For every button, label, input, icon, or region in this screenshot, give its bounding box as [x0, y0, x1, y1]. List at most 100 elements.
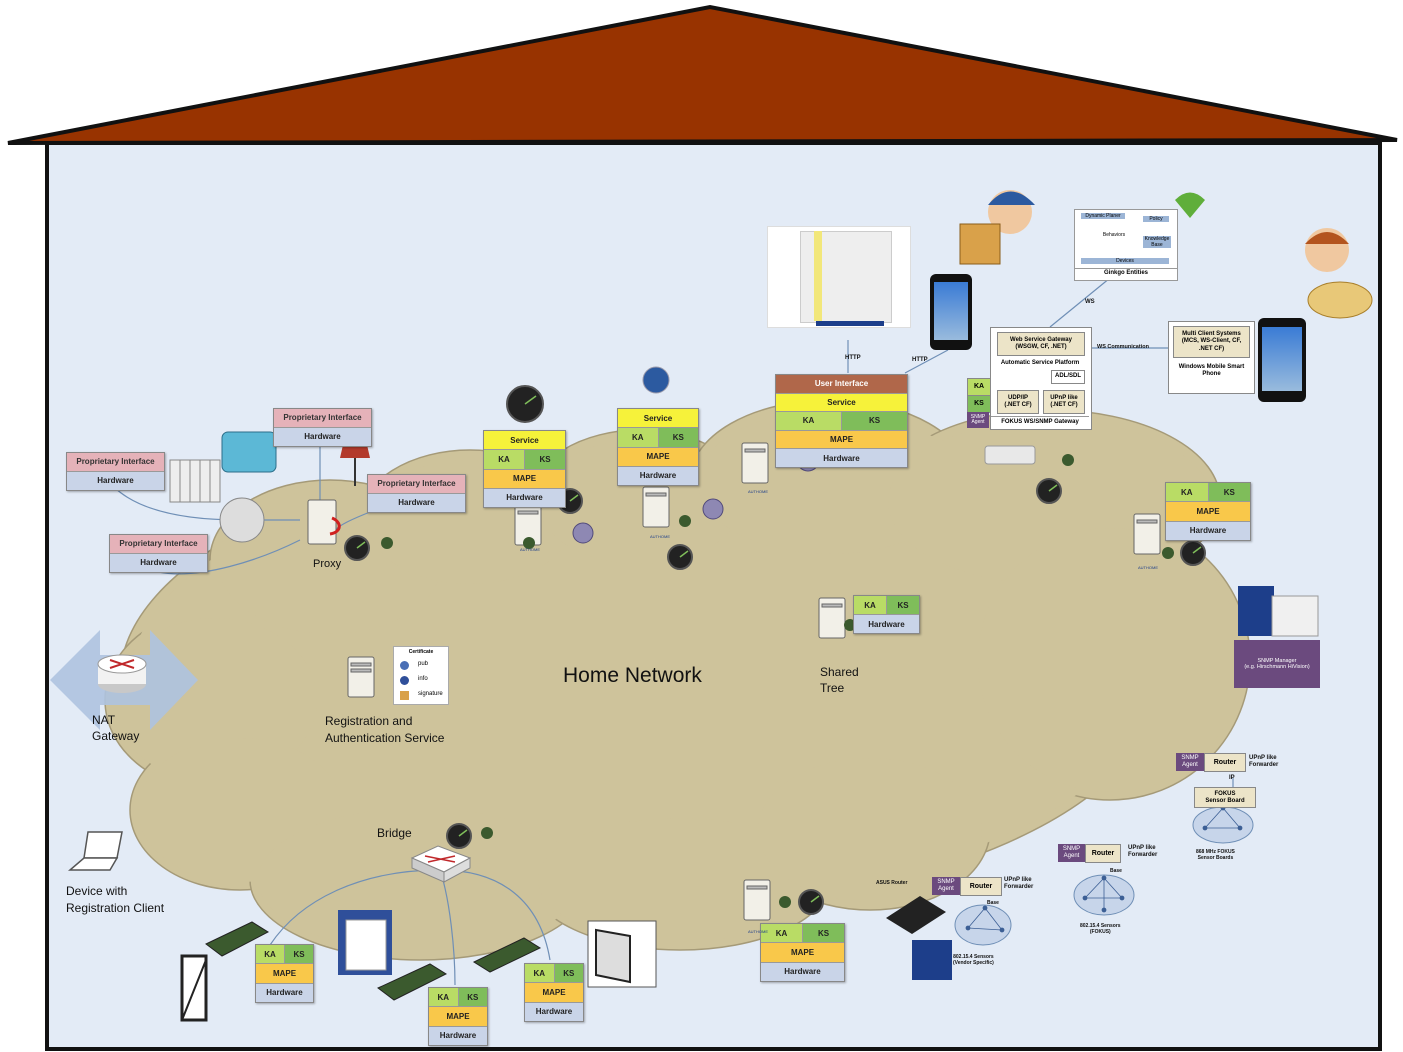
- proprietary-stack: Proprietary Interface Hardware: [66, 452, 165, 491]
- hardware-cell: Hardware: [110, 553, 207, 572]
- smartphone-icon: [930, 274, 972, 350]
- ks-cell: KS: [658, 428, 698, 447]
- mape-cell: MAPE: [618, 447, 698, 467]
- center-title: Home Network: [563, 664, 702, 687]
- ks-cell: KS: [842, 412, 907, 430]
- key-icon: [400, 661, 409, 670]
- router-box: Router: [1085, 844, 1121, 863]
- ws-label: WS: [1085, 299, 1095, 305]
- mape-cell: MAPE: [776, 430, 907, 450]
- shared-tree-label: Shared Tree: [820, 665, 859, 696]
- toaster-icon: [221, 431, 277, 473]
- radiator-icon: [169, 459, 221, 503]
- sensor-cloud: [954, 904, 1012, 946]
- ks-cell: KS: [458, 988, 487, 1007]
- ka-cell: KA: [618, 428, 659, 447]
- mac-mini-icon: [984, 445, 1036, 465]
- fokus-gateway-block: Web Service Gateway (WSGW, CF, .NET) Aut…: [990, 327, 1092, 430]
- hardware-cell: Hardware: [67, 471, 164, 490]
- certificate-item: signature: [418, 691, 443, 697]
- door-icon: [180, 954, 208, 1022]
- ws-communication-label: WS Communication: [1097, 344, 1149, 350]
- user-interface-cell: User Interface: [776, 375, 907, 394]
- hardware-cell: Hardware: [429, 1026, 487, 1045]
- upnp-forwarder-label: UPnP like Forwarder: [1004, 877, 1034, 891]
- hardware-cell: Hardware: [368, 493, 465, 512]
- certificate-title: Certificate: [408, 649, 434, 655]
- ginkgo-leaf-icon: [1175, 192, 1205, 218]
- proprietary-interface-cell: Proprietary Interface: [368, 475, 465, 494]
- bridge-label: Bridge: [377, 826, 412, 840]
- autohome-label: AUTHOME: [748, 929, 768, 934]
- base-label: Base: [1110, 868, 1122, 874]
- snmp-manager-icon: [1238, 586, 1319, 637]
- hardware-cell: Hardware: [854, 615, 919, 633]
- hardware-cell: Hardware: [1166, 521, 1250, 540]
- nat-gateway-arrow: [50, 630, 198, 730]
- ks-cell: KS: [285, 945, 313, 964]
- sensors-fokus-label: 802.15.4 Sensors (FOKUS): [1080, 923, 1121, 935]
- link-line: [1049, 277, 1111, 328]
- ka-cell: KA: [429, 988, 459, 1007]
- nat-gateway-label: NAT Gateway: [92, 713, 140, 744]
- behaviors-label: Behaviors: [1102, 232, 1126, 238]
- hardware-cell: Hardware: [274, 427, 371, 446]
- gateway-snmp-agent: SNMP Agent: [967, 412, 989, 428]
- ip-label: IP: [1229, 775, 1235, 781]
- link-line: [904, 349, 949, 374]
- signature-icon: [400, 691, 409, 700]
- autohome-label: AUTHOME: [650, 534, 670, 539]
- asp-box: Automatic Service Platform: [1000, 360, 1080, 367]
- upnp-forwarder-label: UPnP like Forwarder: [1249, 755, 1279, 769]
- delivery-person-icon: [959, 190, 1035, 265]
- snmp-agent-box: SNMP Agent: [1058, 844, 1085, 862]
- laptop-icon: [67, 831, 123, 871]
- gateway-ka-cell: KA: [967, 378, 991, 396]
- service-cell: Service: [618, 409, 698, 429]
- router-box: Router: [960, 877, 1002, 896]
- mcs-block: Multi Client Systems (MCS, WS-Client, CF…: [1168, 321, 1255, 394]
- knowledge-base-label: Knowledge Base: [1143, 236, 1171, 248]
- hardware-cell: Hardware: [256, 983, 313, 1002]
- http-label: HTTP: [845, 355, 861, 361]
- autohome-label: AUTHOME: [1138, 565, 1158, 570]
- link-line: [269, 869, 441, 946]
- certificate-card: Certificate pub info signature: [393, 646, 449, 705]
- proprietary-interface-cell: Proprietary Interface: [274, 409, 371, 428]
- window-icon: [587, 920, 657, 988]
- mape-cell: MAPE: [525, 983, 583, 1003]
- proprietary-interface-cell: Proprietary Interface: [67, 453, 164, 472]
- mape-cell: MAPE: [429, 1007, 487, 1027]
- fan-icon: [219, 497, 265, 543]
- devices-label: Devices: [1081, 258, 1169, 264]
- autohome-label: AUTHOME: [748, 489, 768, 494]
- ka-cell: KA: [776, 412, 842, 430]
- ka-cell: KA: [256, 945, 285, 964]
- base-label: Base: [987, 900, 999, 906]
- policy-label: Policy: [1143, 216, 1169, 222]
- upnp-box: UPnP like (.NET CF): [1043, 390, 1085, 414]
- boards-868-label: 868 MHz FOKUS Sensor Boards: [1196, 849, 1235, 861]
- ka-cell: KA: [484, 450, 525, 469]
- artist-person-icon: [1305, 228, 1373, 319]
- ginkgo-title: Ginkgo Entities: [1075, 268, 1177, 277]
- hardware-cell: Hardware: [525, 1002, 583, 1021]
- certificate-item: pub: [418, 661, 429, 667]
- asus-router-icon: [886, 896, 952, 980]
- ka-cell: KA: [761, 924, 803, 943]
- wsgw-box: Web Service Gateway (WSGW, CF, .NET): [997, 332, 1085, 356]
- house-roof: [7, 4, 1398, 145]
- hardware-cell: Hardware: [484, 488, 565, 507]
- server-icon: [307, 442, 1161, 921]
- mcs-subtitle: Windows Mobile Smart Phone: [1178, 364, 1245, 378]
- info-icon: [400, 676, 409, 685]
- shutter-icon: [338, 910, 392, 975]
- hardware-cell: Hardware: [776, 449, 907, 467]
